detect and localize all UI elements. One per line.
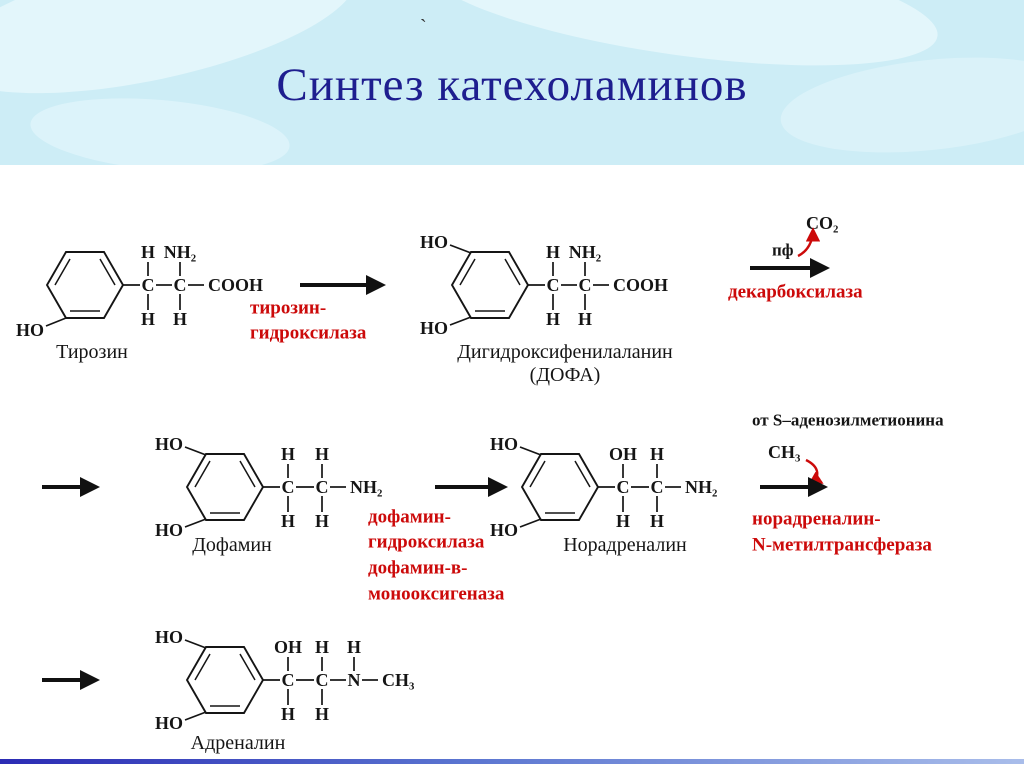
enzyme-label: декарбоксилаза [728,282,863,303]
dopamine-structure: HO HO C C NH₂ H H H H Дофамин [155,434,382,556]
enzyme-label: дофамин- [368,507,451,528]
atom-label: H [546,309,560,329]
step-decarboxylase: CO₂ пф декарбоксилаза [728,213,863,303]
tyrosine-structure: HO C C COOH H H NH₂ H Тирозин [16,242,263,363]
enzyme-label: тирозин- [250,298,326,319]
atom-label: H [315,704,329,724]
molecule-name: Адреналин [191,732,286,754]
atom-label: H [546,242,560,262]
atom-label: HO [155,627,183,647]
tyrosine-bonds [45,251,204,327]
noradrenaline-bonds [519,446,681,528]
noradrenaline-structure: HO HO C C NH₂ OH H H H Норадреналин [490,434,717,556]
molecule-name: Норадреналин [563,534,687,556]
atom-label: C [282,670,295,690]
co2-release-arrow [797,227,821,258]
dopa-structure: HO HO C C COOH H H NH₂ H Дигидроксифенил… [420,232,673,386]
atom-label: NH₂ [350,477,382,497]
atom-label: C [282,477,295,497]
stray-mark: ` [420,16,427,38]
atom-label: H [281,704,295,724]
enzyme-label: N-метилтрансфераза [752,535,932,556]
atom-label: H [141,242,155,262]
molecule-name: Тирозин [56,341,128,363]
page-title: Синтез катехоламинов [276,59,748,111]
atom-label: OH [609,444,637,464]
methyl-transfer-arrow [805,458,824,486]
atom-label: COOH [613,275,668,295]
atom-label: N [348,670,361,690]
step-n-methyltransferase: от S–аденозилметионина CH₃ норадреналин-… [752,411,944,556]
enzyme-label: гидроксилаза [250,323,367,344]
atom-label: CH₃ [382,670,415,690]
catecholamine-synthesis-diagram: HO C C COOH H H NH₂ H Тирозин тирозин- г… [16,213,944,754]
dopamine-bonds [184,446,346,528]
atom-label: H [315,444,329,464]
step-dopamine-hydroxylase: дофамин- гидроксилаза дофамин-в- моноокс… [368,477,508,605]
atom-label: C [316,670,329,690]
atom-label: H [650,511,664,531]
atom-label: COOH [208,275,263,295]
atom-label: H [650,444,664,464]
atom-label: H [616,511,630,531]
enzyme-label: норадреналин- [752,509,881,530]
atom-label: C [142,275,155,295]
slide-footer-bar [0,759,1024,764]
cofactor-label: пф [772,241,794,260]
adrenaline-structure: HO HO C C N CH₃ OH H H H H Адреналин [155,627,415,754]
enzyme-label: дофамин-в- [368,558,468,579]
atom-label: HO [155,520,183,540]
atom-label: HO [155,434,183,454]
step-tyrosine-hydroxylase: тирозин- гидроксилаза [250,275,386,344]
atom-label: C [547,275,560,295]
atom-label: CO₂ [806,213,838,233]
sam-annotation: от S–аденозилметионина [752,411,944,430]
atom-label: H [315,637,329,657]
atom-label: H [315,511,329,531]
atom-label: HO [490,520,518,540]
atom-label: H [173,309,187,329]
atom-label: HO [155,713,183,733]
enzyme-label: гидроксилаза [368,532,485,553]
atom-label: H [347,637,361,657]
enzyme-label: монооксигеназа [368,584,505,605]
atom-label: NH₂ [164,242,196,262]
atom-label: H [281,444,295,464]
atom-label: HO [420,232,448,252]
atom-label: C [174,275,187,295]
atom-label: C [651,477,664,497]
molecule-name: (ДОФА) [530,364,601,386]
atom-label: NH₂ [569,242,601,262]
atom-label: C [617,477,630,497]
atom-label: HO [420,318,448,338]
dopa-bonds [449,244,609,326]
title-banner: ` Синтез катехоламинов [0,0,1024,165]
atom-label: CH₃ [768,442,801,462]
molecule-name: Дигидроксифенилаланин [457,341,673,363]
adrenaline-bonds [184,639,378,721]
atom-label: H [578,309,592,329]
atom-label: HO [16,320,44,340]
molecule-name: Дофамин [192,534,272,556]
atom-label: C [316,477,329,497]
atom-label: C [579,275,592,295]
atom-label: HO [490,434,518,454]
atom-label: NH₂ [685,477,717,497]
atom-label: H [281,511,295,531]
atom-label: OH [274,637,302,657]
atom-label: H [141,309,155,329]
